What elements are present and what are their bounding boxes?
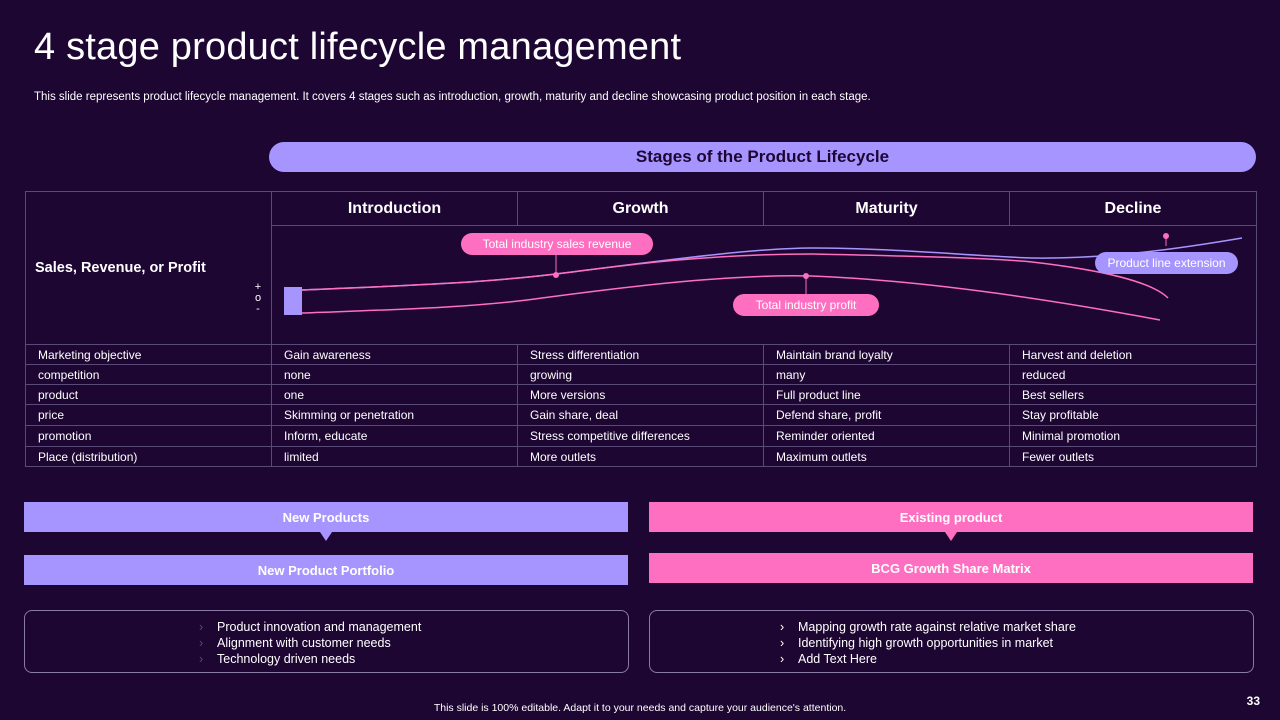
table-cell: Gain awareness: [272, 345, 518, 364]
new-products-box: ›Product innovation and management ›Alig…: [24, 610, 629, 673]
down-arrow-icon: [945, 532, 957, 541]
extension-point-dot: [1163, 233, 1169, 239]
sales-point-dot: [553, 272, 559, 278]
table-cell: Best sellers: [1022, 387, 1085, 402]
profit-point-dot: [803, 273, 809, 279]
table-row: product one More versions Full product l…: [26, 384, 1256, 404]
chevron-right-icon: ›: [780, 636, 785, 650]
start-marker: [284, 287, 302, 315]
row-label-cell: Marketing objective: [26, 345, 272, 364]
existing-product-box: ›Mapping growth rate against relative ma…: [649, 610, 1254, 673]
table-cell: limited: [272, 447, 518, 466]
existing-product-pill: Existing product: [649, 502, 1253, 541]
table-cell: Maintain brand loyalty: [764, 345, 1010, 364]
table-row: price Skimming or penetration Gain share…: [26, 404, 1256, 425]
table-cell: Reminder oriented: [764, 426, 1010, 446]
down-arrow-icon: [320, 532, 332, 541]
zero-sign: o: [254, 292, 262, 304]
table-cell: one: [272, 385, 518, 404]
callout-total-industry-profit: Total industry profit: [733, 294, 879, 316]
table-cell: Defend share, profit: [764, 405, 1010, 425]
table-cell: Gain share, deal: [518, 405, 764, 425]
minus-sign: -: [256, 303, 260, 315]
row-label-cell: Place (distribution): [26, 447, 272, 466]
table-cell: many: [764, 365, 1010, 384]
table-cell: Harvest and deletion: [1022, 347, 1133, 362]
list-item: ›Identifying high growth opportunities i…: [780, 636, 1054, 650]
stages-banner: Stages of the Product Lifecycle: [269, 142, 1256, 172]
slide-title: 4 stage product lifecycle management: [34, 26, 682, 68]
table-row: promotion Inform, educate Stress competi…: [26, 425, 1256, 446]
chevron-right-icon: ›: [780, 620, 785, 634]
page-number: 33: [1246, 694, 1260, 708]
row-label-cell: promotion: [26, 426, 272, 446]
chevron-right-icon: ›: [199, 652, 204, 666]
table-cell: Fewer outlets: [1022, 449, 1095, 464]
list-item: ›Product innovation and management: [199, 620, 422, 634]
stage-header-introduction: Introduction: [272, 192, 518, 226]
callout-total-industry-sales-revenue: Total industry sales revenue: [461, 233, 653, 255]
list-item: ›Mapping growth rate against relative ma…: [780, 620, 1076, 634]
table-row: Marketing objective Gain awareness Stres…: [26, 344, 1256, 364]
list-item: ›Technology driven needs: [199, 652, 356, 666]
lifecycle-curve-area: Total industry sales revenue Total indus…: [272, 226, 1257, 344]
table-cell: Skimming or penetration: [272, 405, 518, 425]
table-row: Place (distribution) limited More outlet…: [26, 446, 1256, 466]
stage-header-maturity: Maturity: [764, 192, 1010, 226]
table-cell: Stress competitive differences: [518, 426, 764, 446]
plus-minus-legend: + o -: [252, 282, 264, 315]
bcg-growth-share-matrix-pill: BCG Growth Share Matrix: [649, 553, 1253, 583]
row-label-cell: product: [26, 385, 272, 404]
row-label-cell: competition: [26, 365, 272, 384]
table-cell: Full product line: [764, 385, 1010, 404]
lifecycle-curves: [284, 233, 1243, 321]
new-products-list: ›Product innovation and management ›Alig…: [199, 619, 421, 667]
row-label-cell: price: [26, 405, 272, 425]
table-cell: Stress differentiation: [518, 345, 764, 364]
row-header-cell: Sales, Revenue, or Profit + o -: [26, 192, 272, 344]
new-products-label: New Products: [282, 509, 370, 525]
new-products-pill: New Products: [24, 502, 628, 541]
table-cell: Minimal promotion: [1022, 429, 1121, 443]
list-item: ›Add Text Here: [780, 652, 877, 666]
table-cell: More outlets: [518, 447, 764, 466]
chevron-right-icon: ›: [199, 620, 204, 634]
existing-product-list: ›Mapping growth rate against relative ma…: [780, 619, 1076, 667]
new-product-portfolio-pill: New Product Portfolio: [24, 555, 628, 585]
table-cell: reduced: [1022, 367, 1066, 382]
list-item: ›Alignment with customer needs: [199, 636, 391, 650]
footer-note: This slide is 100% editable. Adapt it to…: [433, 702, 847, 714]
profit-curve: [301, 275, 1161, 321]
table-cell: Maximum outlets: [764, 447, 1010, 466]
slide-subtitle: This slide represents product lifecycle …: [34, 91, 871, 103]
table-row: competition none growing many reduced: [26, 364, 1256, 384]
table-cell: Stay profitable: [1022, 408, 1099, 422]
callout-product-line-extension: Product line extension: [1095, 252, 1238, 274]
lifecycle-table: Sales, Revenue, or Profit + o - Introduc…: [25, 191, 1257, 467]
sales-revenue-curve: [301, 253, 1169, 299]
table-cell: More versions: [518, 385, 764, 404]
plus-sign: +: [254, 281, 262, 293]
sales-revenue-profit-label: Sales, Revenue, or Profit: [35, 260, 206, 276]
chevron-right-icon: ›: [199, 636, 204, 650]
existing-product-label: Existing product: [899, 509, 1003, 525]
table-cell: growing: [518, 365, 764, 384]
table-cell: none: [272, 365, 518, 384]
stage-header-decline: Decline: [1010, 192, 1256, 226]
table-cell: Inform, educate: [272, 426, 518, 446]
chevron-right-icon: ›: [780, 652, 785, 666]
stage-header-growth: Growth: [518, 192, 764, 226]
